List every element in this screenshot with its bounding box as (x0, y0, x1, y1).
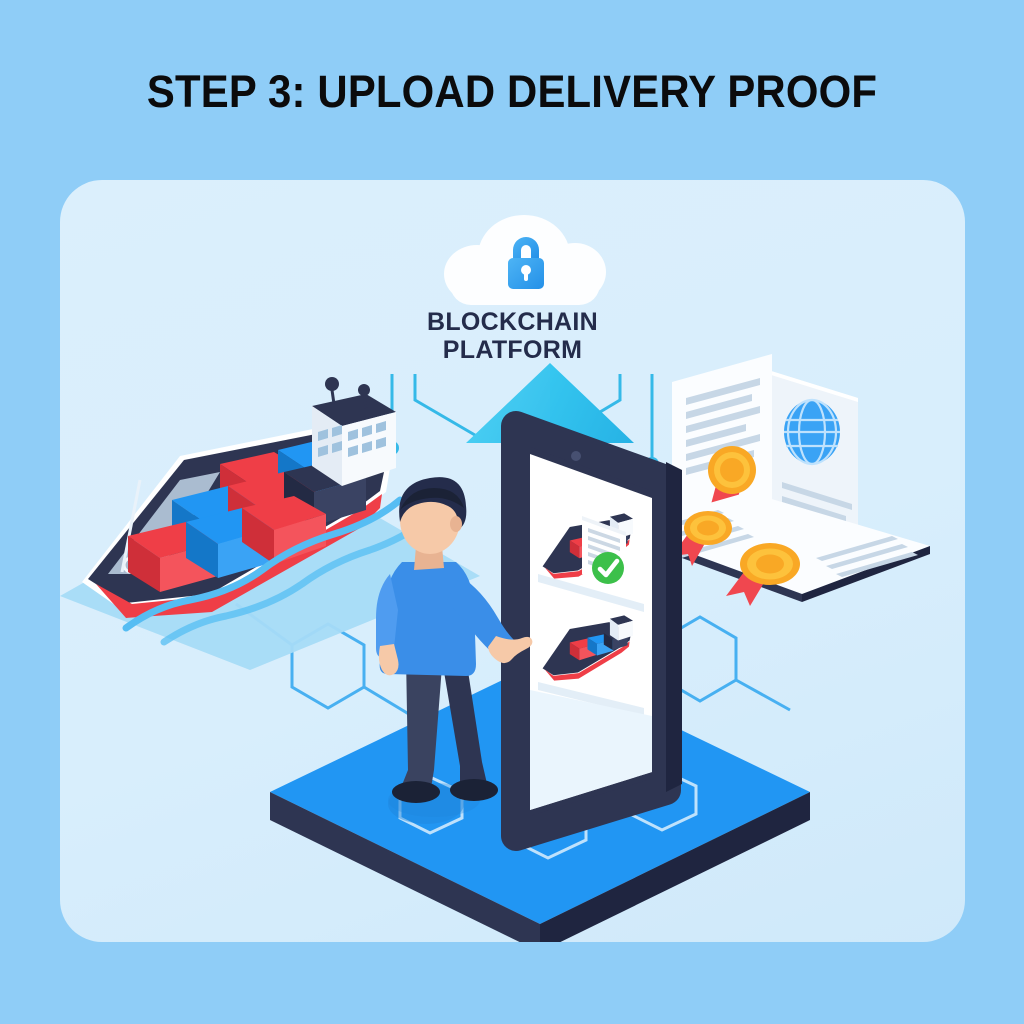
document-icon (582, 516, 626, 586)
shipment-row-pending (538, 590, 644, 696)
water-waves (122, 496, 430, 646)
user-figure (350, 470, 550, 820)
award-seal (726, 543, 800, 606)
cargo-containers (128, 438, 366, 592)
cloud-lock-icon (444, 215, 606, 307)
illustration-panel: BLOCKCHAIN PLATFORM (60, 180, 965, 942)
award-seal (672, 511, 732, 566)
green-check-icon (592, 552, 624, 584)
shipment-row-verified (538, 486, 644, 598)
tablet-device[interactable] (430, 390, 750, 860)
blockchain-platform-label: BLOCKCHAIN PLATFORM (60, 308, 965, 364)
ship-bridge (312, 377, 396, 486)
globe-icon (784, 398, 840, 466)
award-seal (708, 446, 756, 514)
page-title: STEP 3: UPLOAD DELIVERY PROOF (146, 66, 878, 117)
lock-icon (500, 231, 552, 293)
container-ship (60, 360, 480, 670)
certificate-stack (620, 350, 965, 660)
container-ship-icon (542, 615, 634, 681)
certificate-base-page (622, 492, 930, 606)
label-line-2: PLATFORM (442, 336, 583, 364)
certificate-middle-page (672, 354, 772, 534)
label-line-1: BLOCKCHAIN (426, 308, 599, 336)
